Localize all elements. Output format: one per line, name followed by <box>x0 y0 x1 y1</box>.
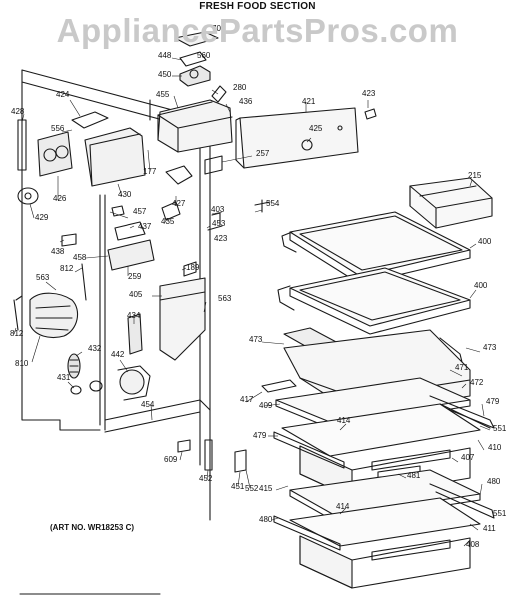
control-parts <box>61 165 271 473</box>
callout-label: 437 <box>138 222 152 231</box>
callout-label: 812 <box>10 329 24 338</box>
callout-label: 472 <box>470 378 484 387</box>
callout-label: 414 <box>337 416 351 425</box>
callout-label: 430 <box>118 190 132 199</box>
callout-label: 473 <box>483 343 497 352</box>
callout-label: 259 <box>128 272 142 281</box>
callout-label: 458 <box>73 253 87 262</box>
art-number: (ART NO. WR18253 C) <box>50 523 135 532</box>
callout-label: 417 <box>240 395 254 404</box>
callout-label: 400 <box>474 281 488 290</box>
callout-label: 450 <box>158 70 172 79</box>
callout-label: 442 <box>111 350 125 359</box>
callout-label: 451 <box>231 482 245 491</box>
callout-label: 411 <box>483 524 496 533</box>
callout-label: 563 <box>36 273 50 282</box>
callout-label: 408 <box>466 540 480 549</box>
water-valve-group <box>13 263 151 401</box>
callout-label: 434 <box>127 311 141 320</box>
callout-label: 560 <box>197 51 211 60</box>
evaporator-fan-group <box>17 111 146 205</box>
callout-label: 471 <box>455 363 469 372</box>
callout-label: 554 <box>266 199 280 208</box>
callout-label: 479 <box>253 431 267 440</box>
callout-label: 414 <box>336 502 350 511</box>
callout-labels: 1 70 448 560 450 280 455 436 421 423 424 428 556 425 2… <box>10 24 507 549</box>
callout-label: 480 <box>487 477 501 486</box>
callout-label: 409 <box>259 401 273 410</box>
callout-label: 453 <box>212 219 226 228</box>
thermostat-assembly <box>157 31 233 153</box>
callout-label: 436 <box>239 97 253 106</box>
callout-label: 425 <box>309 124 323 133</box>
callout-label: 423 <box>214 234 228 243</box>
callout-label: 435 <box>161 217 175 226</box>
glass-shelf-lower <box>277 267 471 335</box>
callout-label: 257 <box>256 149 270 158</box>
page-title: FRESH FOOD SECTION <box>199 1 316 12</box>
callout-label: 280 <box>233 83 247 92</box>
callout-label: 481 <box>407 471 421 480</box>
callout-label: 215 <box>468 171 482 180</box>
callout-label: 480 <box>259 515 273 524</box>
callout-label: 1 <box>163 24 168 33</box>
air-duct <box>204 107 377 175</box>
callout-label: 424 <box>56 90 70 99</box>
callout-label: 431 <box>57 373 71 382</box>
callout-label: 410 <box>488 443 502 452</box>
leader-lines <box>13 57 491 547</box>
callout-label: 189 <box>186 263 200 272</box>
callout-label: 448 <box>158 51 172 60</box>
shelf-bin-215 <box>409 177 493 229</box>
callout-label: 455 <box>156 90 170 99</box>
callout-label: 405 <box>129 290 143 299</box>
callout-label: 415 <box>259 484 273 493</box>
callout-label: 432 <box>88 344 102 353</box>
callout-label: 400 <box>478 237 492 246</box>
callout-label: 479 <box>486 397 500 406</box>
callout-label: 428 <box>11 107 25 116</box>
watermark-text: AppliancePartsPros.com <box>56 12 459 49</box>
callout-label: 423 <box>362 89 376 98</box>
callout-label: 609 <box>164 455 178 464</box>
callout-label: 551 <box>493 509 507 518</box>
callout-label: 403 <box>211 205 225 214</box>
callout-label: 421 <box>302 97 316 106</box>
callout-label: 551 <box>493 424 507 433</box>
callout-label: 429 <box>35 213 49 222</box>
callout-label: 407 <box>461 453 475 462</box>
callout-label: 454 <box>141 400 155 409</box>
callout-label: 552 <box>245 484 259 493</box>
callout-label: 812 <box>60 264 74 273</box>
callout-label: 426 <box>53 194 67 203</box>
callout-label: 473 <box>249 335 263 344</box>
callout-label: 556 <box>51 124 65 133</box>
callout-label: 427 <box>172 199 186 208</box>
callout-label: 810 <box>15 359 29 368</box>
callout-label: 457 <box>133 207 147 216</box>
crisper-drawer-lower <box>273 497 481 589</box>
callout-label: 70 <box>212 24 221 33</box>
callout-label: 563 <box>218 294 232 303</box>
callout-label: 452 <box>199 474 213 483</box>
callout-label: 438 <box>51 247 65 256</box>
callout-label: 177 <box>143 167 157 176</box>
